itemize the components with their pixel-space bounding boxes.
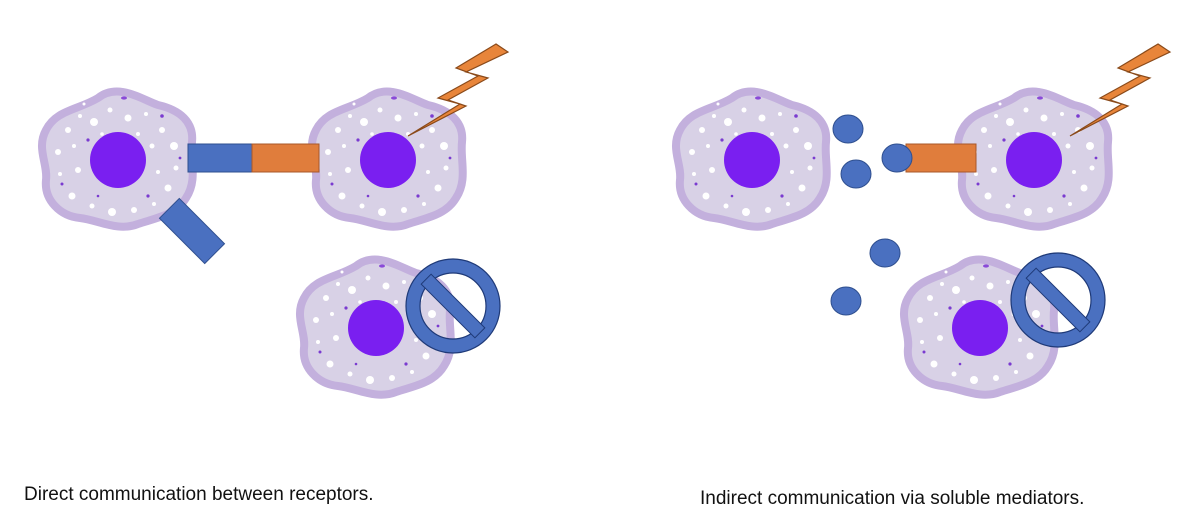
no-entry-icon [405, 258, 501, 354]
sender-cell [42, 92, 193, 227]
direct-panel [42, 43, 509, 395]
blue-receptor-unbound [158, 197, 226, 265]
mediator-dot [840, 159, 872, 189]
mediator-dot [832, 114, 864, 144]
no-entry-icon [1010, 252, 1106, 348]
mediator-dot [881, 143, 913, 173]
blue-receptor [187, 143, 253, 173]
mediator-dot [830, 286, 862, 316]
orange-ligand [251, 143, 320, 173]
soluble-mediators [830, 114, 913, 316]
activated-cell [958, 92, 1109, 227]
mediator-dot [869, 238, 901, 268]
indirect-caption: Indirect communication via soluble media… [700, 488, 1085, 509]
direct-caption: Direct communication between receptors. [24, 484, 374, 505]
orange-receptor [905, 143, 977, 173]
indirect-panel [676, 43, 1171, 395]
activated-cell [312, 92, 463, 227]
sender-cell [676, 92, 827, 227]
